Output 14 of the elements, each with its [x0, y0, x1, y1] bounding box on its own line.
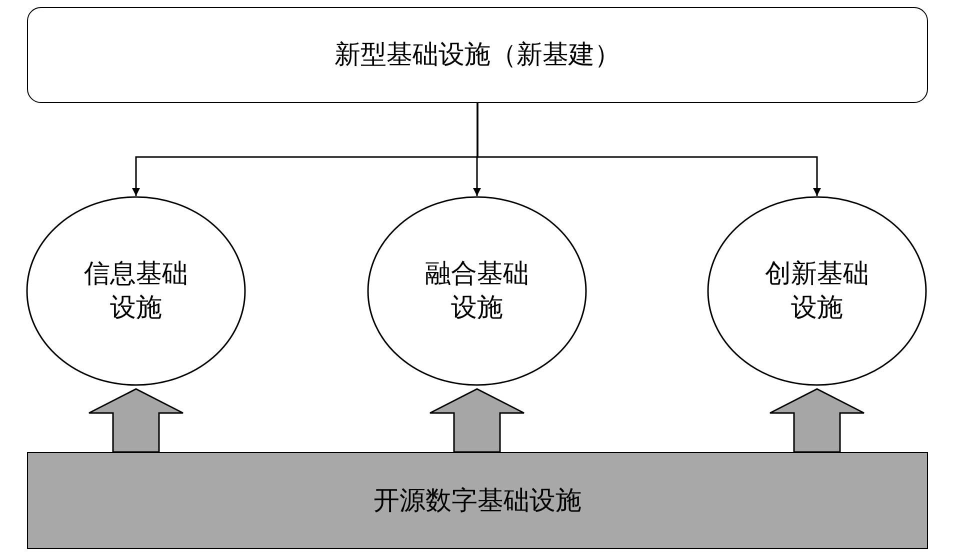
node-label: 创新基础设施	[764, 258, 870, 324]
arrow	[476, 103, 821, 196]
block-arrow	[769, 388, 865, 453]
process-box	[27, 7, 928, 103]
node-label: 信息基础设施	[83, 258, 189, 324]
block-arrow	[88, 388, 184, 453]
ellipse-node	[707, 196, 927, 386]
node-label: 融合基础设施	[424, 258, 530, 324]
node-label: 新型基础设施（新基建）	[334, 39, 620, 72]
node-label: 开源数字基础设施	[374, 484, 582, 517]
ellipse-node	[367, 196, 587, 386]
ellipse-node	[26, 196, 246, 386]
block-arrow	[429, 388, 525, 453]
process-box	[27, 452, 928, 549]
